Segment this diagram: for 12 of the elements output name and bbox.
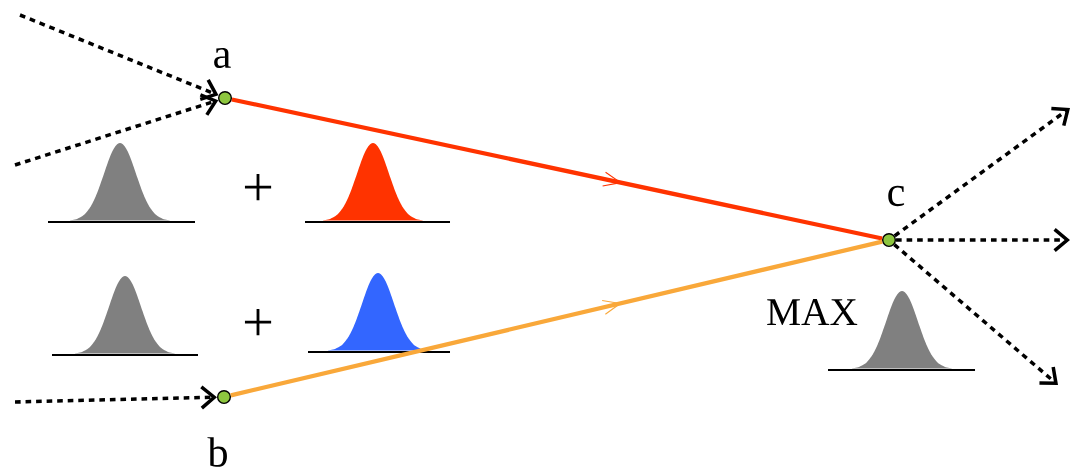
node-label: b — [207, 437, 227, 467]
arrow — [19, 13, 219, 102]
operator-label: MAX — [767, 299, 858, 325]
plus-sign: + — [244, 174, 272, 201]
arrow — [893, 243, 1058, 385]
node-label: c — [888, 185, 905, 207]
arrow — [893, 106, 1070, 238]
plus-sign: + — [244, 309, 272, 336]
arrow — [14, 93, 219, 167]
node-label: a — [214, 47, 231, 69]
arrow — [896, 228, 1070, 252]
arrow — [14, 385, 217, 410]
